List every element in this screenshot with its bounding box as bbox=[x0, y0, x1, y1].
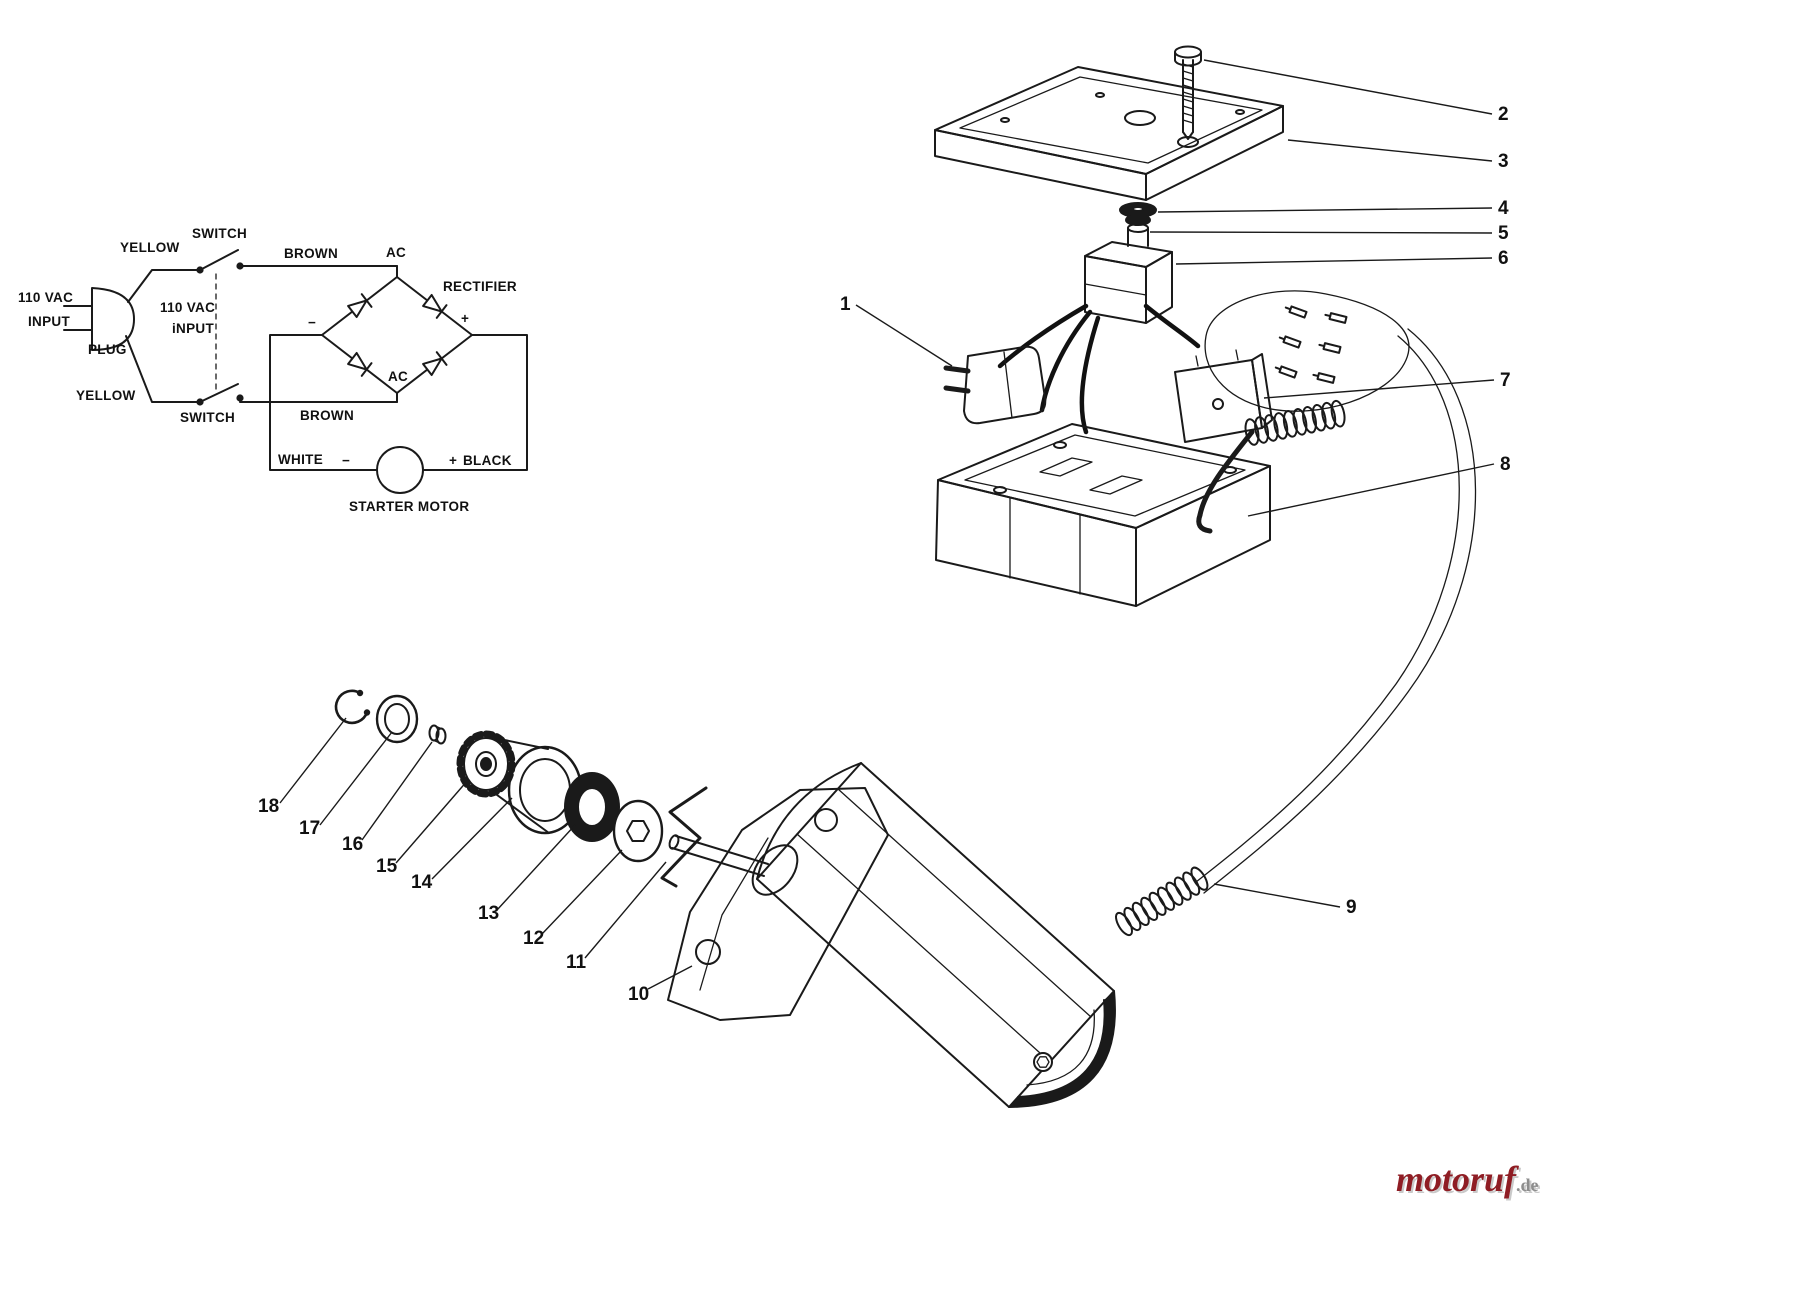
spade-terminal-icon bbox=[1273, 363, 1298, 379]
spade-terminal-icon bbox=[1311, 370, 1336, 384]
plug-symbol bbox=[63, 287, 135, 351]
drive-washer bbox=[375, 694, 419, 744]
label-black: BLACK bbox=[463, 453, 512, 468]
schematic-wires-dc bbox=[269, 334, 528, 471]
label-motor-plus: + bbox=[449, 453, 457, 468]
watermark-suffix: .de bbox=[1516, 1175, 1539, 1195]
schematic-wires-top bbox=[127, 249, 398, 303]
schematic-wires-bottom bbox=[125, 335, 398, 406]
rectifier-bridge bbox=[321, 276, 473, 394]
motor-part bbox=[667, 762, 1116, 1108]
label-rectifier: RECTIFIER bbox=[443, 279, 517, 294]
starter-motor-symbol bbox=[376, 446, 424, 494]
connector-plug-part bbox=[943, 345, 1047, 425]
callout-number-13: 13 bbox=[478, 903, 499, 924]
label-ac-bottom: AC bbox=[388, 369, 408, 384]
cable-spring bbox=[1115, 866, 1209, 937]
label-brown-top: BROWN bbox=[284, 246, 338, 261]
callout-number-10: 10 bbox=[628, 984, 649, 1005]
cable-part bbox=[1115, 328, 1477, 937]
label-starter-motor: STARTER MOTOR bbox=[349, 499, 469, 514]
drive-flat-washer bbox=[612, 799, 664, 863]
callout-number-7: 7 bbox=[1500, 370, 1511, 391]
callout-number-12: 12 bbox=[523, 928, 544, 949]
callout-number-4: 4 bbox=[1498, 198, 1509, 219]
spade-terminal-icon bbox=[1283, 303, 1308, 319]
callout-number-8: 8 bbox=[1500, 454, 1511, 475]
label-plus-terminal: + bbox=[461, 311, 469, 326]
cover-part bbox=[934, 66, 1284, 201]
callout-number-1: 1 bbox=[840, 294, 851, 315]
switch-top-symbol bbox=[199, 249, 239, 271]
callout-number-17: 17 bbox=[299, 818, 320, 839]
callout-number-5: 5 bbox=[1498, 223, 1509, 244]
solenoid-part bbox=[1084, 223, 1173, 324]
drive-snap-ring bbox=[334, 689, 371, 725]
callout-number-2: 2 bbox=[1498, 104, 1509, 125]
base-housing-part bbox=[935, 423, 1271, 607]
switch-bottom-symbol bbox=[199, 383, 239, 403]
label-minus-terminal: − bbox=[308, 315, 316, 330]
label-switch-bottom: SWITCH bbox=[180, 410, 235, 425]
callout-number-9: 9 bbox=[1346, 897, 1357, 918]
label-input-voltage-1: 110 VAC bbox=[18, 290, 73, 305]
label-input-voltage-2: INPUT bbox=[28, 314, 70, 329]
harness-part bbox=[1204, 290, 1410, 412]
solenoid-wires bbox=[997, 303, 1201, 435]
diode-icon bbox=[346, 293, 373, 319]
callout-number-6: 6 bbox=[1498, 248, 1509, 269]
label-center-voltage-1: 110 VAC bbox=[160, 300, 215, 315]
spade-terminal-icon bbox=[1323, 310, 1348, 324]
exploded-assembly bbox=[334, 45, 1477, 1108]
label-motor-minus: − bbox=[342, 453, 350, 468]
spade-terminal-icon bbox=[1317, 340, 1342, 354]
label-yellow-top: YELLOW bbox=[120, 240, 180, 255]
callout-number-14: 14 bbox=[411, 872, 433, 893]
watermark-logo: motoruf.de bbox=[1396, 1158, 1539, 1200]
callout-leader-lines bbox=[279, 59, 1495, 990]
motor-flange bbox=[667, 787, 889, 1021]
label-plug: PLUG bbox=[88, 342, 127, 357]
diode-icon bbox=[421, 351, 448, 377]
drive-spring-clip bbox=[660, 786, 708, 888]
callout-number-11: 11 bbox=[566, 952, 587, 973]
callout-number-15: 15 bbox=[376, 856, 398, 877]
drive-rubber-ring bbox=[564, 772, 620, 842]
callout-number-3: 3 bbox=[1498, 151, 1509, 172]
spring-part bbox=[1196, 399, 1346, 534]
callout-number-18: 18 bbox=[258, 796, 279, 817]
spade-terminal-icon bbox=[1277, 333, 1302, 349]
label-ac-top: AC bbox=[386, 245, 406, 260]
diode-icon bbox=[346, 351, 373, 377]
screw-part bbox=[1174, 45, 1202, 140]
rectifier-part bbox=[1174, 349, 1273, 443]
label-yellow-bottom: YELLOW bbox=[76, 388, 136, 403]
label-switch-top: SWITCH bbox=[192, 226, 247, 241]
label-brown-bottom: BROWN bbox=[300, 408, 354, 423]
drive-pin bbox=[428, 724, 447, 745]
watermark-brand: motoruf bbox=[1396, 1159, 1517, 1199]
label-white: WHITE bbox=[278, 452, 323, 467]
diode-icon bbox=[421, 293, 448, 319]
wiring-schematic bbox=[63, 249, 528, 494]
grommet-part bbox=[1119, 202, 1157, 226]
label-center-voltage-2: iNPUT bbox=[172, 321, 214, 336]
callout-number-16: 16 bbox=[342, 834, 363, 855]
drive-pinion-gear bbox=[456, 730, 516, 798]
